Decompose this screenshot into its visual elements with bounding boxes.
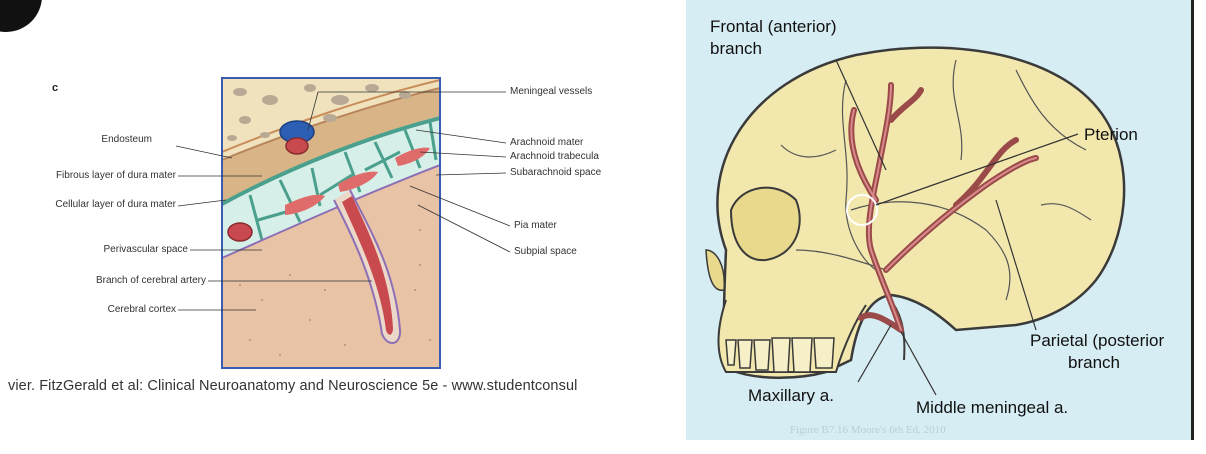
label-parietal-branch-line1: Parietal (posterior — [1030, 331, 1165, 350]
label-pterion: Pterion — [1084, 125, 1138, 144]
citation-text: vier. FitzGerald et al: Clinical Neuroan… — [8, 378, 578, 394]
label-middle-meningeal-artery: Middle meningeal a. — [916, 398, 1069, 417]
panel-border — [1191, 0, 1194, 440]
label-fibrous-dura: Fibrous layer of dura mater — [55, 170, 176, 181]
label-subpial-space: Subpial space — [514, 246, 577, 257]
label-endosteum: Endosteum — [101, 134, 152, 145]
label-meningeal-vessels: Meningeal vessels — [510, 86, 593, 97]
label-subarachnoid-space: Subarachnoid space — [510, 167, 602, 178]
label-pia-mater: Pia mater — [514, 220, 557, 231]
panel-letter: c — [52, 82, 59, 94]
label-parietal-branch-line2: branch — [1068, 353, 1120, 372]
label-arachnoid-trabecula: Arachnoid trabecula — [510, 151, 599, 162]
label-frontal-branch-line2: branch — [710, 39, 762, 58]
meninges-diagram-panel: c — [8, 77, 602, 394]
label-cerebral-cortex: Cerebral cortex — [107, 304, 176, 315]
label-maxillary-artery: Maxillary a. — [748, 386, 834, 405]
skull-illustration — [705, 46, 1126, 396]
figure-caption: Figure B7.16 Moore's 6th Ed. 2010 — [790, 424, 946, 436]
skull-diagram-panel — [686, 0, 1192, 440]
label-branch-cerebral-artery: Branch of cerebral artery — [95, 275, 206, 286]
meninges-illustration — [175, 77, 511, 369]
label-cellular-dura: Cellular layer of dura mater — [55, 199, 176, 210]
label-arachnoid-mater: Arachnoid mater — [510, 137, 584, 148]
label-frontal-branch-line1: Frontal (anterior) — [710, 17, 837, 36]
label-perivascular-space: Perivascular space — [103, 244, 188, 255]
